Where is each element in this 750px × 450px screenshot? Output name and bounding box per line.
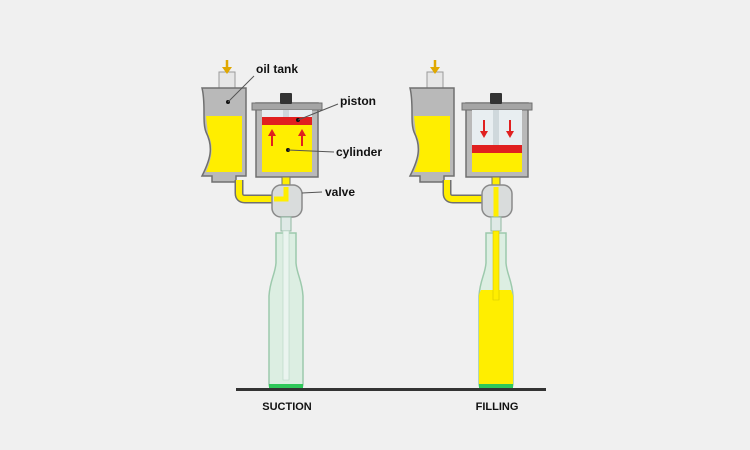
- filling-nozzle: [490, 216, 502, 232]
- piston-cap: [280, 93, 292, 104]
- filling-unit: [408, 60, 533, 390]
- filling-bottle-oil: [479, 290, 513, 389]
- valve-passage: [274, 187, 289, 202]
- valve-leader: [301, 191, 323, 194]
- piston: [262, 117, 312, 125]
- label-cylinder: cylinder: [336, 145, 382, 159]
- caption-suction: SUCTION: [262, 401, 312, 413]
- suction-unit: [200, 60, 339, 390]
- piston-cap: [490, 93, 502, 104]
- floor-line: [236, 388, 546, 391]
- piston: [472, 145, 522, 153]
- cylinder-oil: [472, 153, 522, 172]
- suction-nozzle: [280, 216, 292, 232]
- filling-nozzle-tube: [492, 230, 500, 301]
- cylinder-leader: [287, 149, 335, 153]
- piston-rod: [493, 110, 499, 145]
- caption-filling: FILLING: [476, 401, 519, 413]
- label-piston: piston: [340, 94, 376, 108]
- oil-tank-leader: [227, 75, 255, 103]
- label-valve: valve: [325, 185, 355, 199]
- filling-bottle-base: [479, 384, 513, 389]
- piston-leader: [297, 103, 339, 121]
- piston-rod: [283, 110, 289, 120]
- oil-tank-oil: [206, 116, 242, 172]
- label-oil-tank: oil tank: [256, 62, 298, 76]
- suction-bottle-base: [269, 384, 303, 389]
- oil-tank-oil: [414, 116, 450, 172]
- suction-nozzle-tube: [282, 230, 290, 381]
